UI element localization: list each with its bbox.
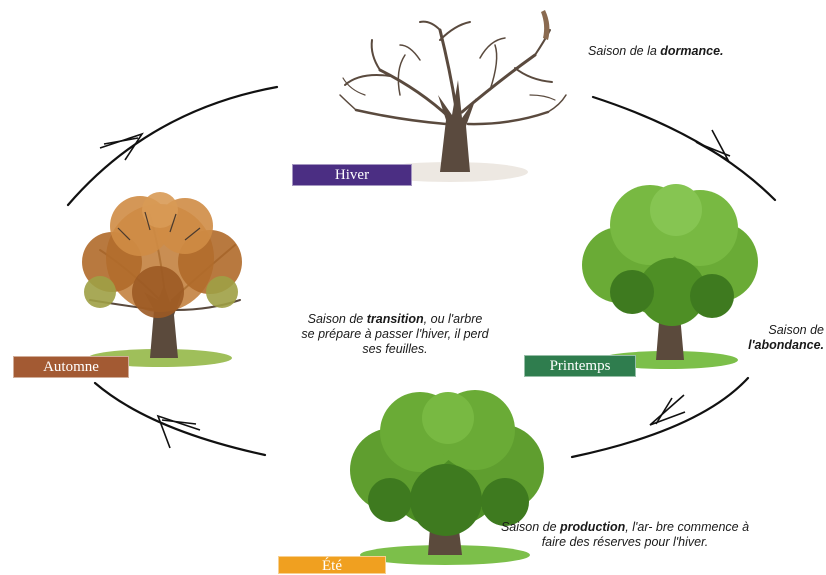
season-label-ete: Été xyxy=(278,556,386,574)
caption-ete-pre: Saison de xyxy=(500,520,561,534)
caption-printemps-pre: Saison de xyxy=(768,323,824,337)
arc-ete-to-automne xyxy=(93,381,267,457)
season-label-printemps: Printemps xyxy=(524,355,636,377)
winter-tree xyxy=(339,10,567,182)
arrow-ete-to-automne xyxy=(156,414,201,449)
arrow-automne-to-hiver xyxy=(99,132,144,161)
arc-printemps-to-ete xyxy=(570,376,750,459)
caption-ete-post: , l'ar- bre commence à faire des réserve… xyxy=(541,520,750,549)
arc-automne-to-hiver xyxy=(66,85,279,207)
caption-automne: Saison de transition, ou l'arbre se prép… xyxy=(300,312,490,357)
caption-automne-pre: Saison de xyxy=(307,312,367,326)
spring-tree xyxy=(582,184,758,369)
caption-automne-post: , ou l'arbre se prépare à passer l'hiver… xyxy=(301,312,489,356)
summer-tree xyxy=(350,390,544,565)
caption-printemps: Saison de l'abondance. xyxy=(690,323,824,353)
caption-ete: Saison de production, l'ar- bre commence… xyxy=(500,520,750,550)
caption-hiver: Saison de la dormance. xyxy=(588,44,818,59)
autumn-tree xyxy=(82,192,242,367)
season-label-automne: Automne xyxy=(13,356,129,378)
caption-automne-bold: transition xyxy=(366,312,424,326)
arrow-printemps-to-ete xyxy=(649,394,686,426)
caption-ete-bold: production xyxy=(560,520,626,534)
caption-printemps-bold: l'abondance. xyxy=(748,338,824,352)
caption-hiver-bold: dormance. xyxy=(660,44,724,58)
arrow-hiver-to-printemps xyxy=(695,129,731,163)
season-label-hiver: Hiver xyxy=(292,164,412,186)
cycle-arrows xyxy=(99,129,731,449)
arc-hiver-to-printemps xyxy=(591,95,777,202)
caption-hiver-pre: Saison de la xyxy=(588,44,661,58)
